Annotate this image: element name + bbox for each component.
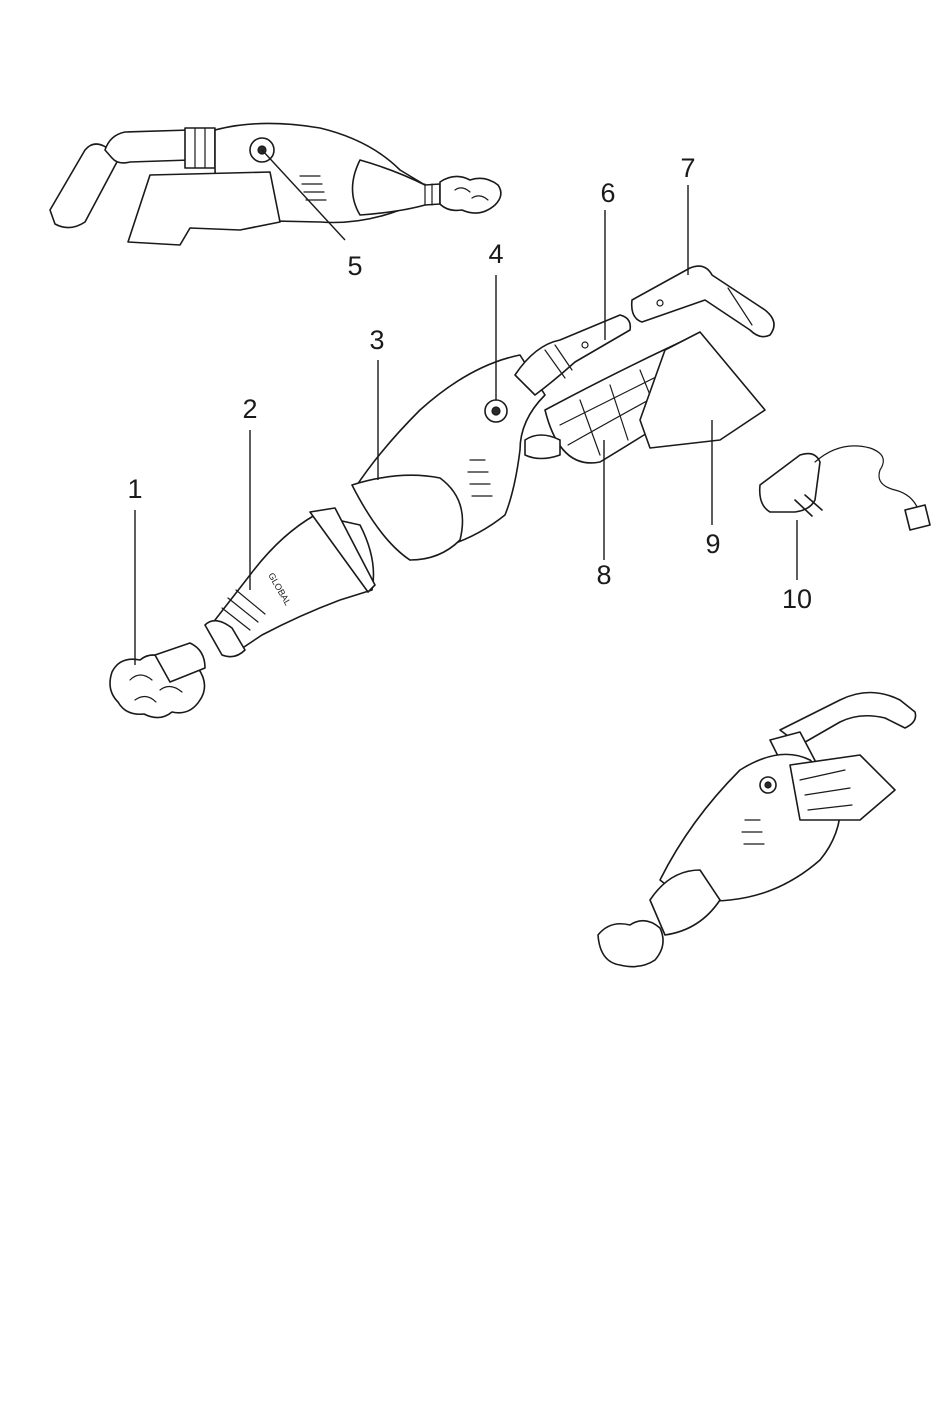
- callout-10: 10: [782, 584, 812, 614]
- assembled-view-top: [50, 123, 501, 245]
- part-2-filter-cone: GLOBAL: [205, 508, 375, 657]
- part-7-handle: [632, 266, 774, 337]
- part-10-charger: [760, 446, 930, 530]
- callout-3: 3: [369, 325, 384, 355]
- callout-5: 5: [347, 251, 362, 281]
- callout-1: 1: [127, 474, 142, 504]
- callout-9: 9: [705, 529, 720, 559]
- assembled-view-bottom: [598, 693, 916, 967]
- callout-4: 4: [488, 239, 503, 269]
- part-9-shroud: [640, 332, 765, 448]
- callout-8: 8: [596, 560, 611, 590]
- part-3-main-body: [352, 355, 545, 560]
- callout-2: 2: [242, 394, 257, 424]
- callout-6: 6: [600, 178, 615, 208]
- callout-7: 7: [680, 153, 695, 183]
- part-1-brush-head: [110, 643, 205, 718]
